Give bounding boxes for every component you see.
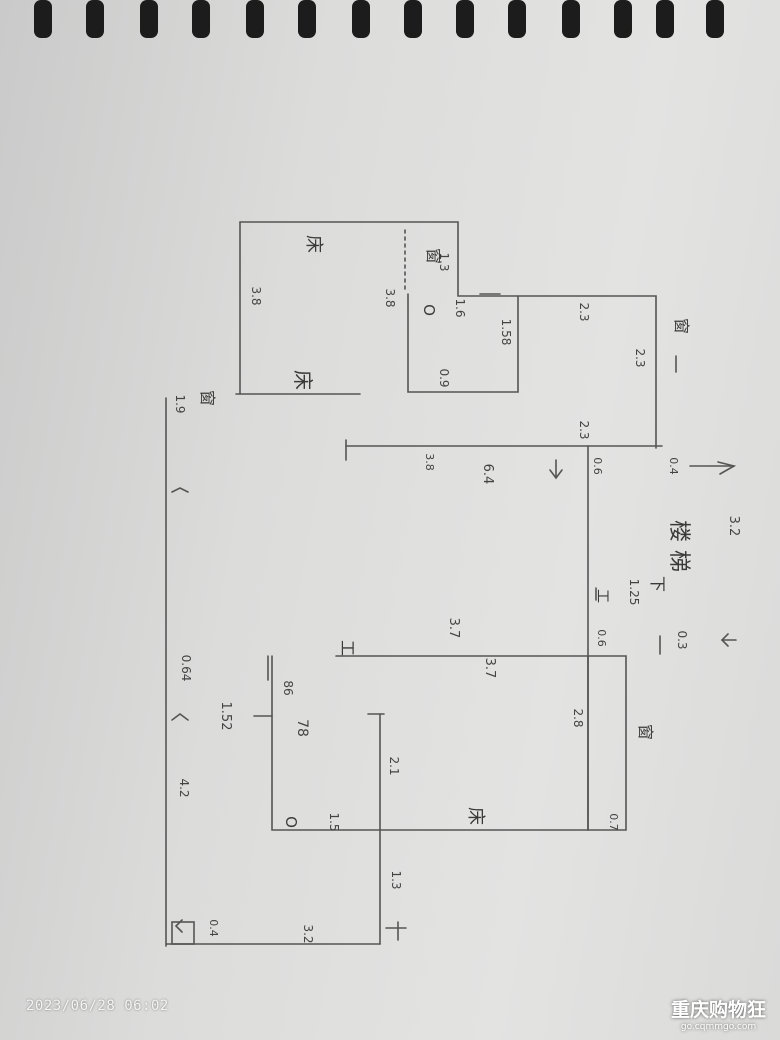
dim-2-3-a: 2.3 (577, 302, 591, 321)
dim-3-2-top: 3.2 (726, 516, 741, 537)
arrow-bottom-left (174, 919, 183, 933)
dim-1-25: 1.25 (627, 579, 641, 606)
arrow-left-lower (171, 713, 189, 721)
label-letter-a: O (420, 304, 438, 316)
watermark-name: 重庆购物狂 (670, 999, 766, 1021)
dim-3-2-bottom: 3.2 (301, 924, 315, 943)
dim-1-6: 1.6 (453, 298, 467, 317)
lower-room-walls (271, 655, 627, 831)
dim-3-8-left: 3.8 (249, 286, 263, 305)
dim-0-4-a: 0.4 (667, 457, 680, 475)
dim-1-58: 1.58 (499, 319, 513, 346)
dim-78: 78 (294, 719, 310, 737)
dim-0-9: 0.9 (437, 368, 451, 387)
label-letter-b: O (282, 816, 300, 828)
dim-0-64: 0.64 (179, 655, 193, 682)
dim-4-2: 4.2 (177, 778, 191, 797)
dim-1-9: 1.9 (173, 394, 187, 413)
dim-3-8-mid: 3.8 (383, 288, 397, 307)
photo-timestamp: 2023/06/28 06:02 (26, 998, 169, 1014)
top-room-walls (239, 221, 657, 449)
label-balcony: 楼梯 (666, 520, 691, 580)
dim-3-7-b: 3.7 (482, 658, 497, 679)
dim-6-4: 6.4 (480, 464, 495, 485)
arrow-right-top (717, 461, 737, 475)
dim-1-52: 1.52 (218, 702, 233, 731)
label-door-mark-a: 工 (594, 589, 610, 603)
dim-86: 86 (281, 680, 295, 695)
dim-2-3-c: 2.3 (577, 420, 591, 439)
label-bed-mid: 床 (291, 370, 315, 390)
dim-3-8-small: 3.8 (423, 453, 436, 471)
label-window-a: 窗 (424, 248, 443, 264)
arrow-right-mid-head (720, 633, 729, 647)
arrow-left-upper (171, 487, 189, 493)
watermark-url: go.cqmmgo.com (680, 1022, 757, 1032)
dim-1-3-bottom: 1.3 (389, 870, 403, 889)
dim-0-3: 0.3 (675, 630, 689, 649)
spiral-binding (34, 0, 724, 38)
label-door-mark-b: 工 (338, 640, 357, 656)
label-window-d: 窗 (636, 724, 655, 740)
dim-2-1: 2.1 (387, 756, 401, 775)
dim-0-6-a: 0.6 (591, 457, 604, 475)
label-bed-top: 床 (303, 235, 324, 253)
dim-2-8: 2.8 (571, 708, 585, 727)
label-window-b: 窗 (672, 318, 691, 334)
dim-0-7: 0.7 (607, 813, 620, 831)
dim-0-4-b: 0.4 (207, 919, 220, 937)
dim-2-3-b: 2.3 (633, 348, 647, 367)
arrow-down-mid-head (549, 469, 563, 480)
label-bed-bottom: 床 (465, 807, 486, 825)
corner-pillar (171, 921, 195, 945)
label-stair-mark: 下 (648, 576, 667, 592)
dim-1-5: 1.5 (327, 812, 341, 831)
dim-1-3-top: 1.3 (437, 252, 451, 271)
label-window-c: 窗 (198, 390, 217, 406)
bathroom-walls (407, 293, 519, 393)
watermark: 重庆购物狂 go.cqmmgo.com (671, 995, 766, 1032)
dim-0-6-b: 0.6 (595, 629, 608, 647)
dim-3-7-a: 3.7 (446, 618, 461, 639)
